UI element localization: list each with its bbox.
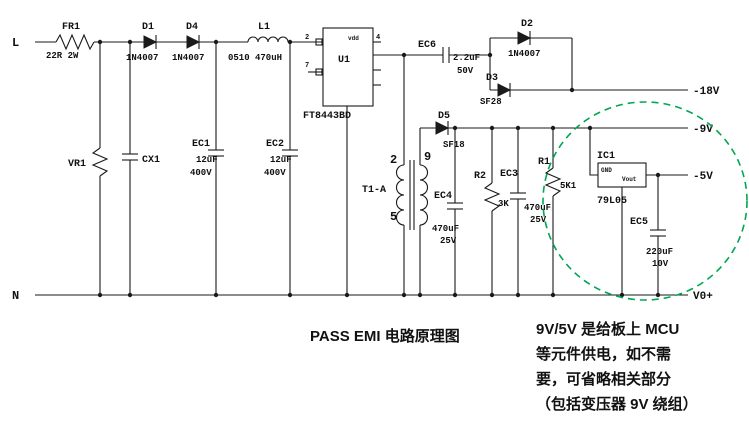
label-ec5-ref: EC5 xyxy=(630,217,648,228)
label-l1-ref: L1 xyxy=(258,22,270,33)
capacitor-ec5-symbol xyxy=(650,229,666,237)
label-ec6-value: 2.2uF xyxy=(453,53,480,63)
label-ec3-value: 470uF xyxy=(524,203,551,213)
diode-d5-symbol xyxy=(435,121,450,135)
rail-label-neutral: N xyxy=(12,289,19,303)
label-ec4-volt: 25V xyxy=(440,236,457,246)
label-u1-pin-4: 4 xyxy=(376,34,380,42)
label-vr1-ref: VR1 xyxy=(68,159,86,170)
note-line-3: 要，可省略相关部分 xyxy=(536,370,671,388)
circuit-wires xyxy=(35,37,688,296)
label-d3-ref: D3 xyxy=(486,73,498,84)
label-d4-ref: D4 xyxy=(186,22,198,33)
label-r2-value: 3K xyxy=(498,199,509,209)
schematic-title: PASS EMI 电路原理图 xyxy=(310,327,460,345)
label-ec1-volt: 400V xyxy=(190,168,212,178)
label-ec6-volt: 50V xyxy=(457,66,474,76)
label-ec1-ref: EC1 xyxy=(192,139,210,150)
capacitor-ec6-symbol xyxy=(442,47,450,63)
label-ec1-value: 12uF xyxy=(196,155,218,165)
resistor-r2-symbol xyxy=(483,182,501,212)
label-ec6-ref: EC6 xyxy=(418,40,436,51)
note-line-4: （包括变压器 9V 绕组） xyxy=(536,395,698,413)
output-label-v0plus: V0+ xyxy=(693,291,713,303)
output-label-neg5v: -5V xyxy=(693,171,713,183)
output-label-neg18v: -18V xyxy=(693,86,720,98)
label-cx1-ref: CX1 xyxy=(142,155,160,166)
rail-label-live: L xyxy=(12,36,19,50)
capacitor-cx1-symbol xyxy=(122,153,138,161)
label-d2-ref: D2 xyxy=(521,19,533,30)
label-ic1-pin-gnd: GND xyxy=(601,167,612,174)
label-d5-ref: D5 xyxy=(438,111,450,122)
label-u1-pin-7: 7 xyxy=(305,62,309,70)
label-d1-value: 1N4007 xyxy=(126,53,158,63)
label-ec3-volt: 25V xyxy=(530,215,547,225)
label-r2-ref: R2 xyxy=(474,171,486,182)
label-t1-pin-5: 5 xyxy=(390,210,397,224)
label-ec2-value: 12uF xyxy=(270,155,292,165)
label-ec4-value: 470uF xyxy=(432,224,459,234)
capacitor-ec1-symbol xyxy=(208,149,224,157)
label-d5-value: SF18 xyxy=(443,140,465,150)
label-t1-pin-9: 9 xyxy=(424,150,431,164)
capacitor-ec4-symbol xyxy=(447,202,463,210)
label-t1-pin-2: 2 xyxy=(390,153,397,167)
label-d4-value: 1N4007 xyxy=(172,53,204,63)
regulator-ic1-symbol xyxy=(597,162,647,188)
fusible-resistor-fr1-symbol xyxy=(55,33,95,51)
resistor-r1-symbol xyxy=(544,167,562,197)
label-ec3-ref: EC3 xyxy=(500,169,518,180)
diode-d4-symbol xyxy=(186,35,201,49)
label-u1-pin-2: 2 xyxy=(305,34,309,42)
label-d1-ref: D1 xyxy=(142,22,154,33)
label-u1-part: FT8443BD xyxy=(303,111,351,122)
label-ec2-volt: 400V xyxy=(264,168,286,178)
label-d2-value: 1N4007 xyxy=(508,49,540,59)
label-ic1-ref: IC1 xyxy=(597,151,615,162)
diode-d2-symbol xyxy=(517,31,532,45)
junction-dots xyxy=(97,39,661,298)
label-ec2-ref: EC2 xyxy=(266,139,284,150)
diode-d1-symbol xyxy=(143,35,158,49)
ic-u1-symbol xyxy=(315,27,374,107)
label-r1-value: 5K1 xyxy=(560,181,577,191)
label-fr1-value: 22R 2W xyxy=(46,51,79,61)
label-ec4-ref: EC4 xyxy=(434,191,452,202)
label-u1-pin-vdd: vdd xyxy=(348,35,359,42)
label-ec5-volt: 10V xyxy=(652,259,669,269)
highlight-ellipse xyxy=(542,101,748,301)
label-ec5-value: 220uF xyxy=(646,247,673,257)
label-fr1-ref: FR1 xyxy=(62,22,80,33)
label-u1-ref: U1 xyxy=(338,55,350,66)
capacitor-ec3-symbol xyxy=(510,192,526,200)
note-line-1: 9V/5V 是给板上 MCU xyxy=(536,320,679,338)
label-t1-ref: T1-A xyxy=(362,185,386,196)
label-l1-value: 0510 470uH xyxy=(228,53,282,63)
output-label-neg9v: -9V xyxy=(693,124,713,136)
capacitor-ec2-symbol xyxy=(282,149,298,157)
transformer-t1-symbol xyxy=(396,160,428,230)
label-ic1-part: 79L05 xyxy=(597,196,627,207)
label-r1-ref: R1 xyxy=(538,157,550,168)
label-d3-value: SF28 xyxy=(480,97,502,107)
label-ic1-pin-vout: Vout xyxy=(622,176,637,183)
note-line-2: 等元件供电，如不需 xyxy=(536,345,671,363)
diode-d3-symbol xyxy=(497,83,512,97)
varistor-vr1-symbol xyxy=(91,147,109,177)
inductor-l1-symbol xyxy=(247,36,289,43)
